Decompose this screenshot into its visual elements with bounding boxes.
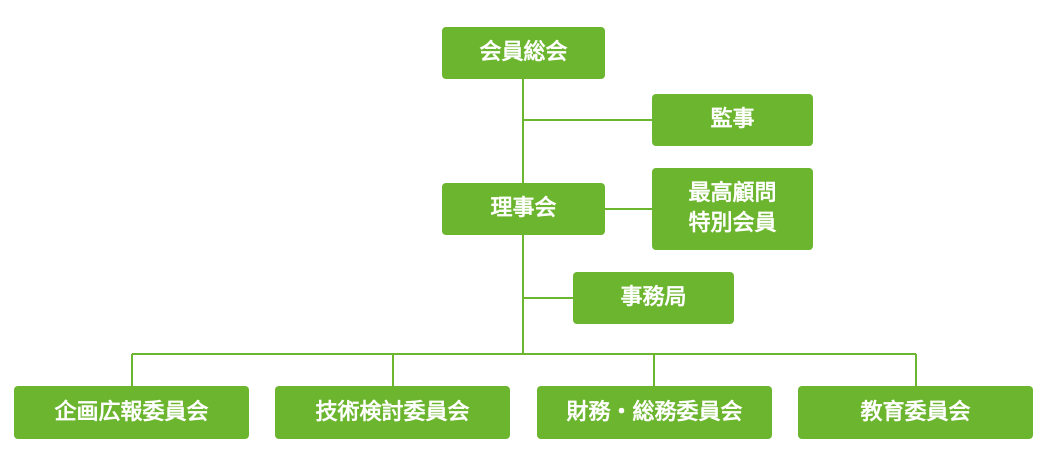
node-advisors-label-line2: 特別会員: [688, 211, 777, 236]
node-board-label: 理事会: [490, 196, 557, 222]
node-secretariat: 事務局: [573, 272, 734, 324]
node-committee-technical: 技術検討委員会: [275, 386, 510, 439]
node-committee-finance-admin: 財務・総務委員会: [537, 386, 772, 439]
node-committee-label: 教育委員会: [860, 399, 971, 425]
node-board: 理事会: [442, 183, 605, 235]
node-committee-label: 財務・総務委員会: [566, 399, 743, 425]
node-general-assembly-label: 会員総会: [479, 40, 568, 66]
node-committee-education: 教育委員会: [798, 386, 1033, 439]
node-committee-label: 技術検討委員会: [315, 399, 470, 425]
node-committee-label: 企画広報委員会: [54, 399, 209, 425]
node-auditor-label: 監事: [710, 107, 755, 133]
node-secretariat-label: 事務局: [620, 285, 687, 311]
node-advisors-label-line1: 最高顧問: [688, 181, 777, 207]
node-committee-planning-pr: 企画広報委員会: [14, 386, 249, 439]
node-auditor: 監事: [652, 94, 813, 146]
node-advisors: 最高顧問 特別会員: [652, 168, 813, 250]
node-general-assembly: 会員総会: [442, 27, 605, 79]
